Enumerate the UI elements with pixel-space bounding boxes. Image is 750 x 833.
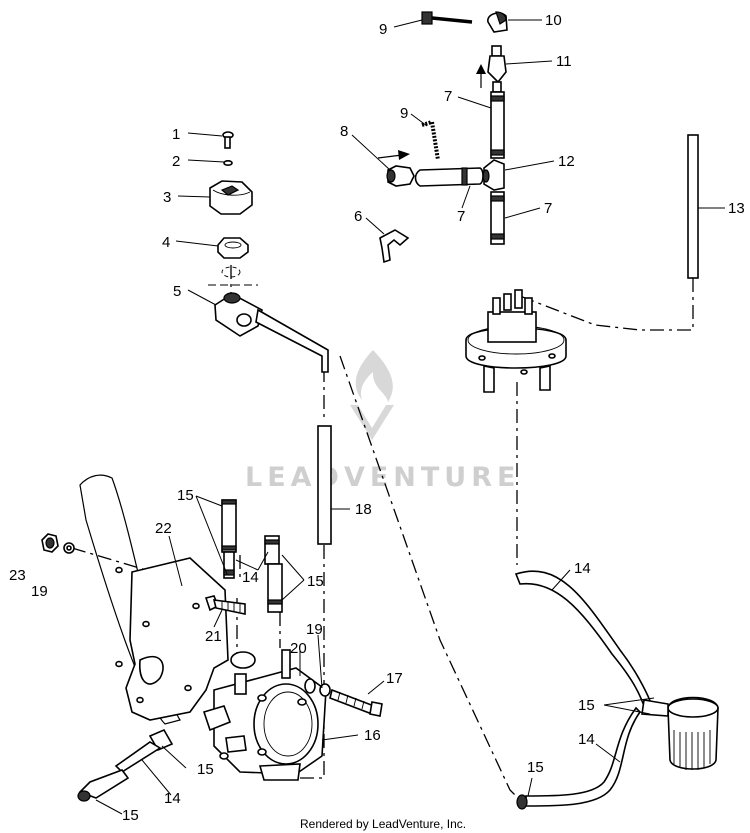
footer-credit: Rendered by LeadVenture, Inc.	[300, 817, 466, 831]
flow-arrow-right	[377, 150, 410, 160]
cap-part-10	[487, 11, 508, 33]
callout-15-lower-right: 15	[527, 759, 544, 776]
callout-4: 4	[162, 234, 170, 251]
valve-part-11	[487, 45, 507, 93]
washer-part-19-left-hole	[66, 545, 72, 551]
cap-part-3	[209, 180, 253, 215]
bolt-part-21	[204, 595, 246, 615]
callout-15-filter: 15	[578, 697, 595, 714]
callout-21: 21	[205, 628, 222, 645]
callout-14-right: 14	[574, 560, 591, 577]
callout-7-lower: 7	[544, 200, 552, 217]
hose-part-13	[687, 134, 699, 279]
watermark-text: LEADVENTURE	[245, 462, 520, 493]
route-long-diagonal	[339, 355, 521, 801]
callout-13: 13	[728, 200, 745, 217]
route-18-down	[300, 545, 325, 779]
callout-9-top: 9	[379, 21, 387, 38]
callout-14-lower-left: 14	[164, 790, 181, 807]
callout-15-bottom-left: 15	[122, 807, 139, 824]
callout-19-left: 19	[31, 583, 48, 600]
callout-6: 6	[354, 208, 362, 225]
hose-part-7-left	[414, 167, 484, 187]
callout-9-middle: 9	[400, 105, 408, 122]
tee-part-12	[482, 159, 505, 191]
washer-part-20	[304, 678, 316, 694]
watermark-flame-icon	[355, 350, 393, 402]
callout-15-upper-right: 15	[307, 573, 324, 590]
callout-7-upper: 7	[444, 88, 452, 105]
watermark-v-icon	[350, 405, 394, 440]
callout-14-upper-left: 14	[242, 569, 259, 586]
screw-part-1	[222, 131, 234, 149]
fuel-filter	[641, 696, 719, 770]
callout-labels: 1 2 3 4 5 6 7 7 7 8 9 9 10 11 12 13 14 1…	[9, 12, 745, 824]
clip-part-6	[379, 229, 410, 264]
callout-22: 22	[155, 520, 172, 537]
callout-11: 11	[556, 53, 572, 70]
callout-10: 10	[545, 12, 562, 29]
callout-3: 3	[163, 189, 171, 206]
fuel-tank-sender	[465, 289, 567, 393]
callout-23: 23	[9, 567, 26, 584]
callout-15-pump-outlet: 15	[197, 761, 214, 778]
washer-part-19-right	[319, 683, 331, 697]
o-ring	[221, 266, 241, 278]
route-13-to-pump-head	[519, 278, 694, 331]
clamp-part-9-top	[421, 11, 473, 25]
hose-part-15-upper-left	[221, 499, 237, 553]
fuel-pump-part-16	[202, 649, 327, 781]
callout-20: 20	[290, 640, 307, 657]
fitting-part-5	[214, 292, 329, 373]
callout-14-lower-right: 14	[578, 731, 595, 748]
callout-17: 17	[386, 670, 403, 687]
hose-part-15-upper-right	[264, 535, 283, 613]
callout-18: 18	[355, 501, 372, 518]
bolt-part-17	[329, 688, 383, 717]
watermark: LEADVENTURE	[245, 350, 520, 493]
hose-part-18	[317, 425, 332, 545]
callout-1: 1	[172, 126, 180, 143]
callout-5: 5	[173, 283, 181, 300]
callout-15-upper-left: 15	[177, 487, 194, 504]
washer-part-2	[223, 160, 233, 167]
hose-part-7-upper	[490, 91, 505, 159]
hose-part-14-short	[223, 551, 235, 579]
callout-2: 2	[172, 153, 180, 170]
nut-part-4	[217, 237, 249, 259]
flow-arrow-up	[476, 64, 486, 88]
leader-lines	[95, 19, 725, 815]
hose-part-15-pump-outlet	[114, 728, 174, 774]
hose-part-15-bottom	[77, 769, 130, 802]
callout-7-left: 7	[457, 208, 465, 225]
nut-part-23	[41, 533, 59, 553]
callout-19-right: 19	[306, 621, 323, 638]
hose-part-7-lower	[490, 191, 505, 245]
fitting-part-8	[386, 165, 415, 187]
callout-12: 12	[558, 153, 575, 170]
callout-8: 8	[340, 123, 348, 140]
hose-part-14-long	[514, 570, 653, 714]
mounting-plate-part-22	[115, 557, 229, 721]
clamp-part-9-middle	[421, 119, 440, 161]
callout-16: 16	[364, 727, 381, 744]
